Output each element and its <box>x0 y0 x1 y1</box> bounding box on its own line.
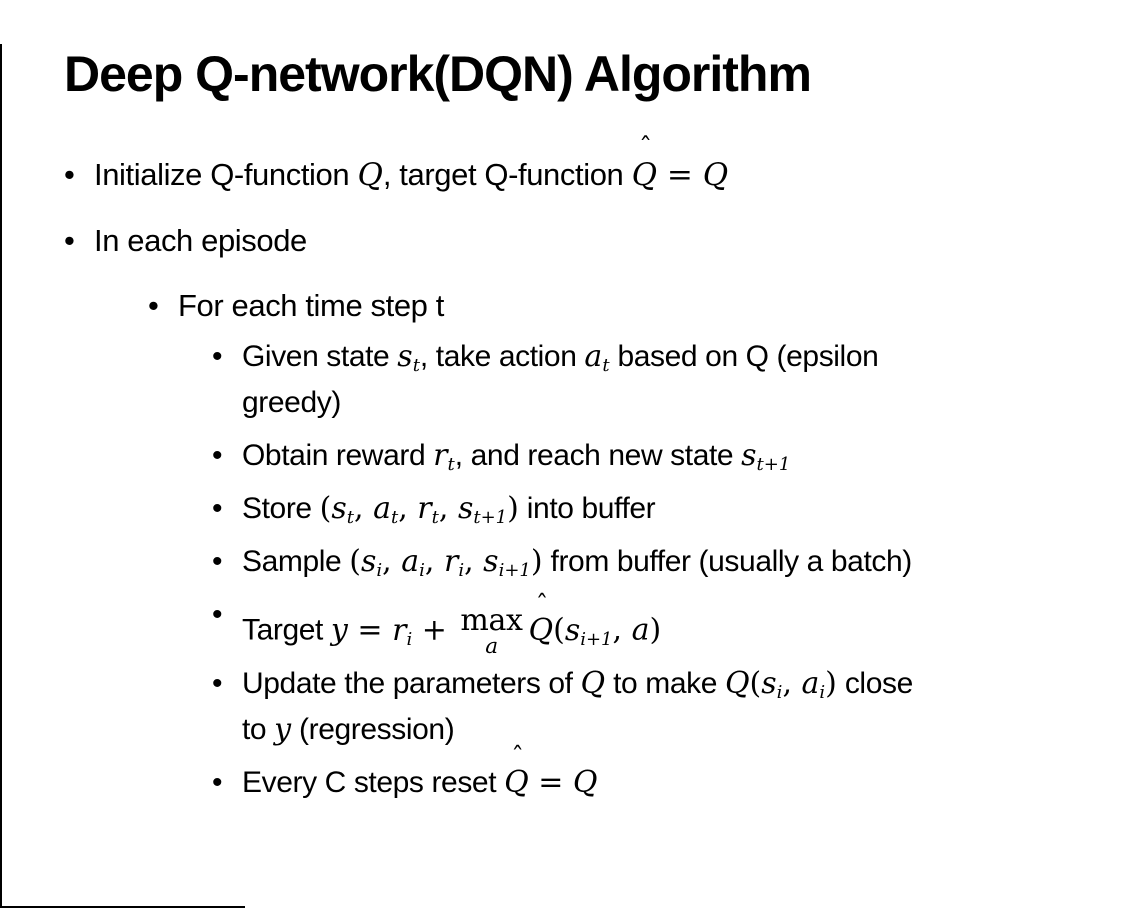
bullet-item: •Target y = ri + maxaQ(si+1, a) <box>0 592 1124 657</box>
bullet-text: Every C steps reset Q = Q <box>242 760 1124 806</box>
math-var: st <box>397 339 420 377</box>
bullet-dot: • <box>212 439 223 472</box>
bullet-dot: • <box>212 340 223 373</box>
math-var: Q <box>702 157 729 193</box>
math-text: ) <box>649 612 662 648</box>
bullet-item: • Sample (si, ai, ri, si+1) from buffer (… <box>0 539 1124 585</box>
bullet-text: Store (st, at, rt, st+1) into buffer <box>242 491 656 529</box>
math-text: ) <box>507 491 519 526</box>
math-var: si+1 <box>483 544 531 582</box>
bullet-item: • For each time step t <box>0 282 1124 330</box>
slide: Deep Q-network(DQN) Algorithm • Initializ… <box>0 44 1124 916</box>
bullet-dot: • <box>212 598 223 631</box>
math-text: , <box>398 491 418 526</box>
math-var-hat: Q <box>632 150 657 200</box>
bullet-dot: • <box>64 223 75 258</box>
math-var: y <box>330 612 348 648</box>
bullet-item: • Initialize Q-function Q, target Q-funct… <box>0 150 1124 200</box>
bullet-text: Obtain reward rt, and reach new state st… <box>242 438 791 476</box>
math-var: st <box>331 491 354 529</box>
bullet-dot: • <box>212 492 223 525</box>
math-var: ri <box>392 612 413 650</box>
math-text: = <box>528 764 573 800</box>
math-var: y <box>274 711 292 747</box>
math-var: at <box>373 491 399 529</box>
math-var: rt <box>433 438 455 476</box>
math-var: st+1 <box>457 491 508 529</box>
bullet-item: • Every C steps reset Q = Q <box>0 760 1124 806</box>
math-var: ri <box>443 544 465 582</box>
math-var: rt <box>417 491 439 529</box>
math-var-hat: Q <box>504 760 529 806</box>
math-var: si <box>761 665 783 703</box>
bullet-dot: • <box>212 545 223 578</box>
bullet-dot: • <box>212 666 223 700</box>
math-var: si <box>360 544 383 582</box>
bullet-list: • Initialize Q-function Q, target Q-funct… <box>0 150 1124 806</box>
bullet-text: For each time step t <box>178 288 444 323</box>
slide-border-bottom <box>0 906 245 908</box>
math-text: + <box>412 612 457 648</box>
bullet-item: • Obtain reward rt, and reach new state s… <box>0 433 1124 479</box>
bullet-item: •Given state st, take action at based on… <box>0 334 1124 426</box>
bullet-dot: • <box>64 157 75 192</box>
bullet-dot: • <box>212 765 223 799</box>
bullet-text: Sample (si, ai, ri, si+1) from buffer (u… <box>242 544 912 582</box>
math-text: ( <box>749 665 762 701</box>
math-var: a <box>631 612 650 648</box>
math-var: at <box>584 339 610 377</box>
bullet-text: Given state st, take action at based on … <box>242 339 879 419</box>
bullet-item: • Update the parameters of Q to make Q(si… <box>0 661 1124 753</box>
math-var: Q <box>580 665 606 701</box>
math-text: ) <box>825 665 837 701</box>
slide-border-left <box>0 44 2 908</box>
math-text: , <box>354 491 374 526</box>
bullet-text: Target y = ri + maxaQ(si+1, a) <box>242 592 1124 657</box>
math-text: ( <box>553 612 565 648</box>
math-text: = <box>657 157 703 193</box>
bullet-text: Update the parameters of Q to make Q(si,… <box>242 665 913 747</box>
bullet-item: • In each episode <box>0 216 1124 266</box>
math-text: ( <box>349 544 361 579</box>
math-text: , <box>382 544 402 579</box>
math-var: Q <box>357 157 383 193</box>
math-text: ( <box>319 491 332 526</box>
math-text: , <box>782 665 802 701</box>
math-var-hat: Q <box>528 608 553 654</box>
math-text: , <box>438 491 458 526</box>
math-text: , <box>612 612 632 648</box>
math-var: ai <box>801 665 826 703</box>
math-text: , <box>464 544 484 579</box>
bullet-dot: • <box>148 288 159 323</box>
math-var: Q <box>572 764 598 800</box>
math-var: si+1 <box>564 612 613 650</box>
math-text: ) <box>530 544 543 579</box>
bullet-text: In each episode <box>94 223 307 258</box>
math-var: ai <box>401 544 425 582</box>
math-var: Q <box>724 665 750 701</box>
slide-title: Deep Q-network(DQN) Algorithm <box>64 46 812 102</box>
math-text: , <box>424 544 444 579</box>
bullet-text: Initialize Q-function Q, target Q-functi… <box>94 150 1124 200</box>
math-text: = <box>347 612 393 648</box>
math-var: st+1 <box>741 438 791 476</box>
bullet-item: • Store (st, at, rt, st+1) into buffer <box>0 486 1124 532</box>
